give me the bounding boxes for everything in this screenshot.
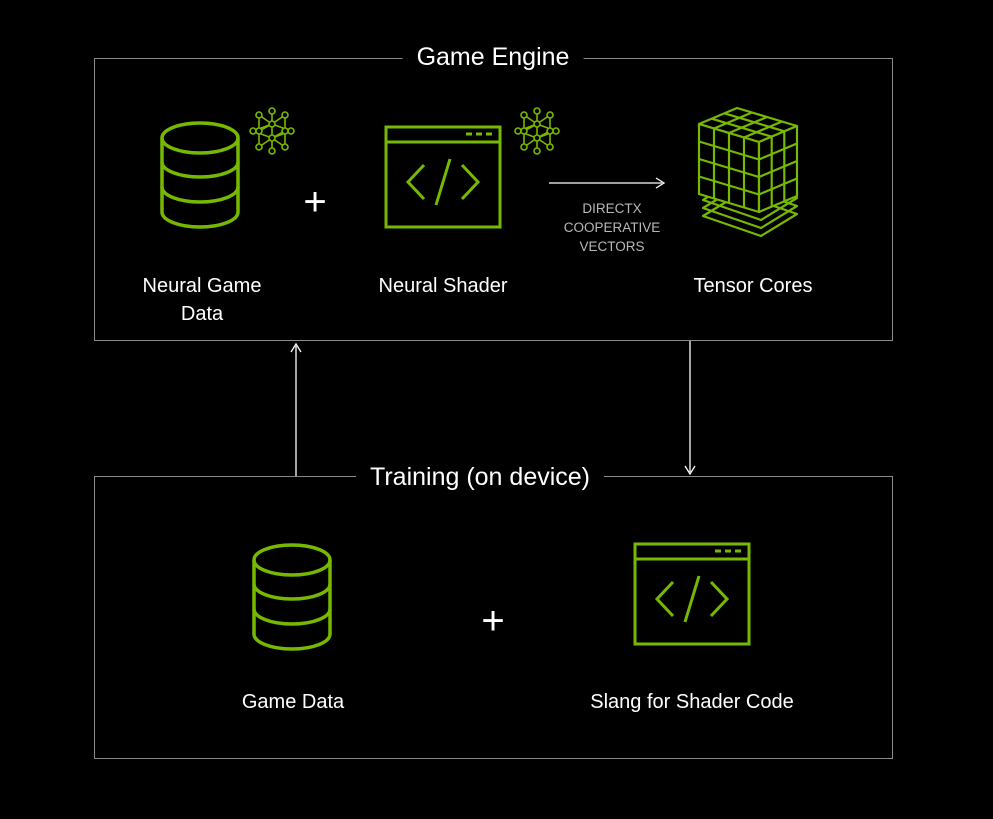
code-window-icon bbox=[384, 125, 502, 229]
game-engine-title: Game Engine bbox=[402, 42, 584, 72]
neural-network-icon bbox=[249, 107, 295, 155]
code-window-icon bbox=[633, 542, 751, 646]
arrow-label-line3: VECTORS bbox=[579, 239, 645, 254]
neural-game-data-line1: Neural Game bbox=[142, 275, 262, 297]
neural-game-data-label: Neural Game Data bbox=[143, 272, 262, 328]
game-data-label: Game Data bbox=[241, 691, 345, 713]
slang-shader-code-label: Slang for Shader Code bbox=[590, 691, 794, 713]
training-title: Training (on device) bbox=[355, 462, 605, 492]
database-icon bbox=[160, 121, 240, 229]
tensor-cores-icon bbox=[697, 106, 799, 238]
arrow-label-line2: COOPERATIVE bbox=[563, 220, 661, 235]
database-icon bbox=[252, 543, 332, 651]
arrow-label-line1: DIRECTX bbox=[582, 201, 642, 216]
arrow-label: DIRECTX COOPERATIVE VECTORS bbox=[564, 199, 661, 256]
neural-network-icon bbox=[514, 107, 560, 155]
neural-shader-label: Neural Shader bbox=[378, 275, 508, 297]
plus-sign-engine: + bbox=[303, 180, 327, 224]
neural-game-data-line2: Data bbox=[180, 303, 224, 325]
plus-sign-training: + bbox=[481, 599, 505, 643]
tensor-cores-label: Tensor Cores bbox=[693, 275, 813, 297]
